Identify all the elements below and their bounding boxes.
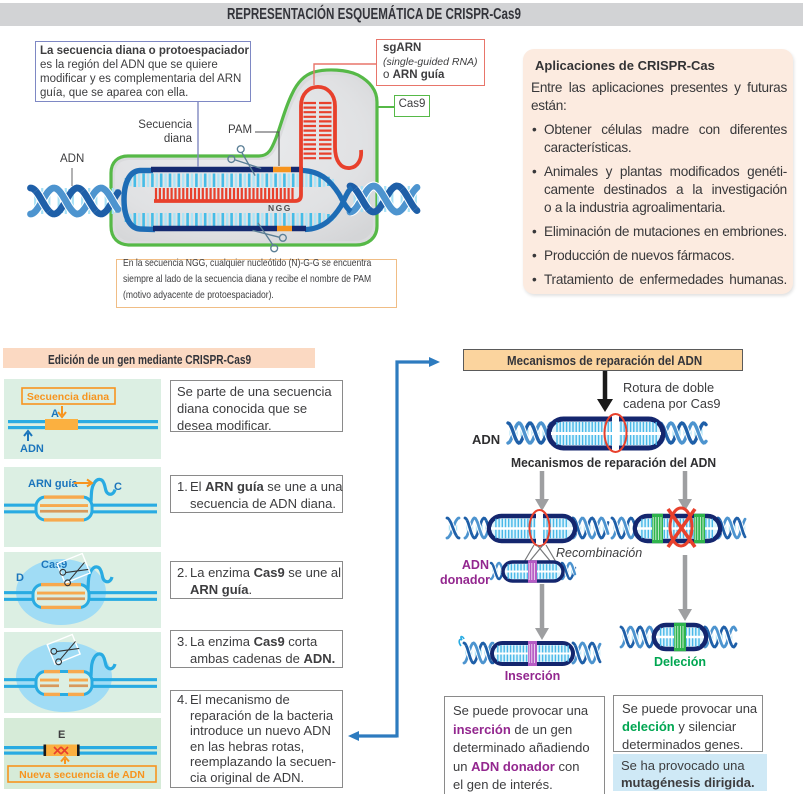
svg-text:ARN guía: ARN guía [28, 478, 78, 490]
svg-text:ADN: ADN [20, 443, 44, 455]
svg-text:D: D [16, 572, 24, 584]
svg-text:C: C [114, 481, 122, 493]
svg-text:E: E [58, 729, 65, 741]
svg-text:Secuencia diana: Secuencia diana [27, 391, 109, 403]
svg-text:NGG: NGG [268, 203, 292, 213]
svg-text:A: A [51, 408, 59, 420]
svg-text:Nueva secuencia de ADN: Nueva secuencia de ADN [19, 769, 145, 781]
